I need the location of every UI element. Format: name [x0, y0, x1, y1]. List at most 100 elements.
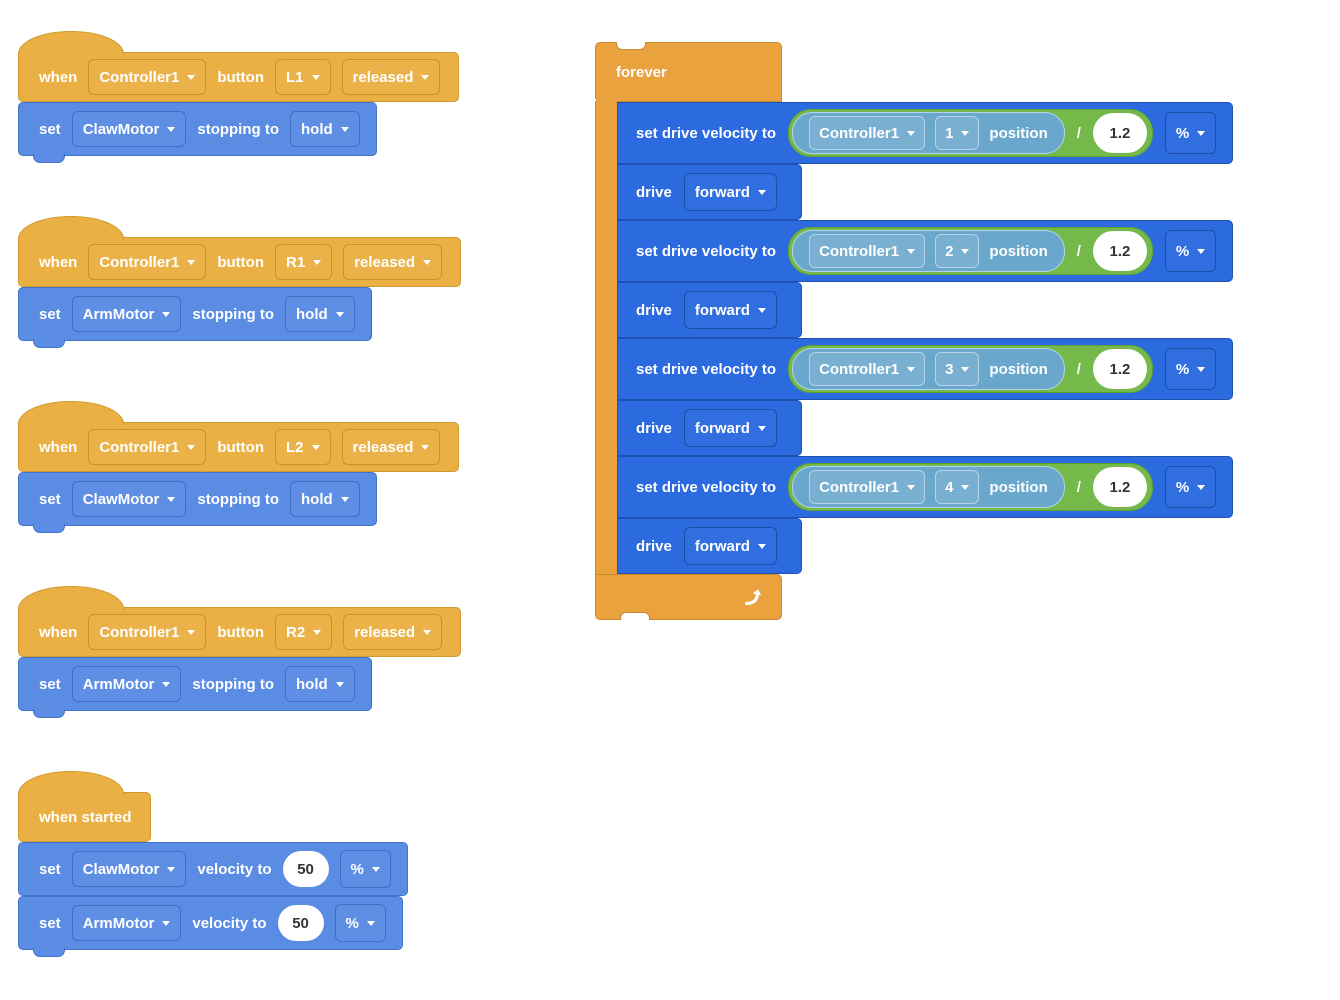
controller-dropdown[interactable]: Controller1: [88, 614, 207, 650]
drive-block[interactable]: drive forward: [617, 164, 802, 220]
controller-dropdown[interactable]: Controller1: [88, 429, 207, 465]
divide-operator-oval[interactable]: Controller1 2 position / 1.2: [788, 227, 1153, 275]
percent-dropdown[interactable]: %: [1164, 230, 1217, 272]
caret-down-icon: [311, 74, 320, 80]
divide-operator-oval[interactable]: Controller1 1 position / 1.2: [788, 109, 1153, 157]
brake-mode-dropdown[interactable]: hold: [285, 296, 355, 332]
forever-block-footer[interactable]: [595, 574, 782, 620]
percent-dropdown[interactable]: %: [1164, 112, 1217, 154]
when-controller-button-hat-block[interactable]: when Controller1 button L1 released: [18, 31, 460, 102]
brake-mode-dropdown[interactable]: hold: [285, 666, 355, 702]
divide-sign: /: [1076, 360, 1081, 378]
controller-position-reporter[interactable]: Controller1 4 position: [792, 466, 1065, 508]
divisor-value-input[interactable]: 1.2: [1092, 349, 1147, 389]
caret-down-icon: [187, 259, 196, 265]
button-dropdown[interactable]: L2: [275, 429, 331, 465]
divisor-value-input[interactable]: 1.2: [1092, 467, 1147, 507]
when-controller-button-hat-block[interactable]: when Controller1 button R2 released: [18, 586, 462, 657]
controller-value: Controller1: [819, 124, 900, 142]
set-motor-stopping-block[interactable]: set ArmMotor stopping to hold: [18, 287, 372, 348]
drive-label: drive: [636, 183, 672, 201]
direction-dropdown[interactable]: forward: [683, 527, 777, 565]
caret-down-icon: [167, 496, 176, 502]
velocity-value-input[interactable]: 50: [282, 851, 329, 887]
drive-block[interactable]: drive forward: [617, 518, 802, 574]
controller-event-script-3: when Controller1 button L2 released set …: [18, 401, 460, 533]
forever-block-header[interactable]: forever: [595, 42, 782, 102]
percent-dropdown[interactable]: %: [1164, 466, 1217, 508]
state-dropdown[interactable]: released: [341, 429, 441, 465]
axis-dropdown[interactable]: 2: [935, 234, 980, 268]
motor-dropdown[interactable]: ClawMotor: [71, 111, 187, 147]
controller-dropdown[interactable]: Controller1: [809, 116, 926, 150]
direction-dropdown[interactable]: forward: [683, 291, 777, 329]
caret-down-icon: [313, 629, 322, 635]
divisor-value-input[interactable]: 1.2: [1092, 231, 1147, 271]
axis-dropdown[interactable]: 1: [935, 116, 980, 150]
divisor-value-input[interactable]: 1.2: [1092, 113, 1147, 153]
state-dropdown[interactable]: released: [343, 244, 443, 280]
unit-dropdown[interactable]: %: [334, 904, 386, 942]
caret-down-icon: [335, 311, 344, 317]
drive-block[interactable]: drive forward: [617, 282, 802, 338]
controller-value: Controller1: [819, 242, 900, 260]
button-dropdown[interactable]: R1: [275, 244, 333, 280]
divide-operator-oval[interactable]: Controller1 3 position / 1.2: [788, 345, 1153, 393]
axis-value: 3: [945, 360, 954, 378]
when-started-hat-block[interactable]: when started: [18, 771, 151, 842]
caret-down-icon: [423, 259, 432, 265]
when-controller-button-hat-block[interactable]: when Controller1 button L2 released: [18, 401, 460, 472]
set-motor-velocity-block[interactable]: set ArmMotor velocity to 50 %: [18, 896, 403, 957]
motor-dropdown[interactable]: ClawMotor: [71, 851, 187, 887]
unit-value: %: [1175, 478, 1190, 496]
controller-dropdown[interactable]: Controller1: [809, 470, 926, 504]
set-motor-stopping-block[interactable]: set ArmMotor stopping to hold: [18, 657, 372, 718]
forever-label: forever: [616, 63, 667, 81]
controller-dropdown[interactable]: Controller1: [809, 234, 926, 268]
motor-dropdown[interactable]: ArmMotor: [71, 296, 182, 332]
brake-mode-dropdown[interactable]: hold: [290, 111, 360, 147]
divide-operator-oval[interactable]: Controller1 4 position / 1.2: [788, 463, 1153, 511]
button-dropdown[interactable]: R2: [275, 614, 333, 650]
set-motor-velocity-block[interactable]: set ClawMotor velocity to 50 %: [18, 842, 408, 896]
set-motor-stopping-block[interactable]: set ClawMotor stopping to hold: [18, 472, 377, 533]
set-label: set: [39, 675, 61, 693]
set-drive-velocity-block[interactable]: set drive velocity to Controller1 1 posi…: [617, 102, 1234, 164]
controller-position-reporter[interactable]: Controller1 3 position: [792, 348, 1065, 390]
controller-position-reporter[interactable]: Controller1 1 position: [792, 112, 1065, 154]
set-drive-velocity-block[interactable]: set drive velocity to Controller1 2 posi…: [617, 220, 1234, 282]
motor-dropdown[interactable]: ClawMotor: [71, 481, 187, 517]
caret-down-icon: [907, 130, 916, 136]
direction-value: forward: [694, 419, 750, 437]
drive-block[interactable]: drive forward: [617, 400, 802, 456]
motor-dropdown[interactable]: ArmMotor: [71, 666, 182, 702]
when-label: when: [39, 253, 78, 271]
controller-dropdown[interactable]: Controller1: [88, 244, 207, 280]
motor-dropdown[interactable]: ArmMotor: [71, 905, 182, 941]
percent-dropdown[interactable]: %: [1164, 348, 1217, 390]
brake-mode-value: hold: [296, 305, 328, 323]
button-dropdown[interactable]: L1: [275, 59, 331, 95]
caret-down-icon: [340, 126, 349, 132]
set-label: set: [39, 860, 61, 878]
caret-down-icon: [907, 366, 916, 372]
axis-dropdown[interactable]: 3: [935, 352, 980, 386]
controller-position-reporter[interactable]: Controller1 2 position: [792, 230, 1065, 272]
controller-dropdown[interactable]: Controller1: [88, 59, 207, 95]
state-dropdown[interactable]: released: [341, 59, 441, 95]
velocity-value-input[interactable]: 50: [277, 905, 324, 941]
set-drive-velocity-block[interactable]: set drive velocity to Controller1 3 posi…: [617, 338, 1234, 400]
direction-dropdown[interactable]: forward: [683, 409, 777, 447]
set-drive-velocity-block[interactable]: set drive velocity to Controller1 4 posi…: [617, 456, 1234, 518]
set-motor-stopping-block[interactable]: set ClawMotor stopping to hold: [18, 102, 377, 163]
state-dropdown[interactable]: released: [343, 614, 443, 650]
direction-dropdown[interactable]: forward: [683, 173, 777, 211]
state-value: released: [354, 253, 416, 271]
when-controller-button-hat-block[interactable]: when Controller1 button R1 released: [18, 216, 462, 287]
controller-dropdown[interactable]: Controller1: [809, 352, 926, 386]
drive-label: drive: [636, 301, 672, 319]
brake-mode-dropdown[interactable]: hold: [290, 481, 360, 517]
unit-dropdown[interactable]: %: [339, 850, 391, 888]
axis-dropdown[interactable]: 4: [935, 470, 980, 504]
